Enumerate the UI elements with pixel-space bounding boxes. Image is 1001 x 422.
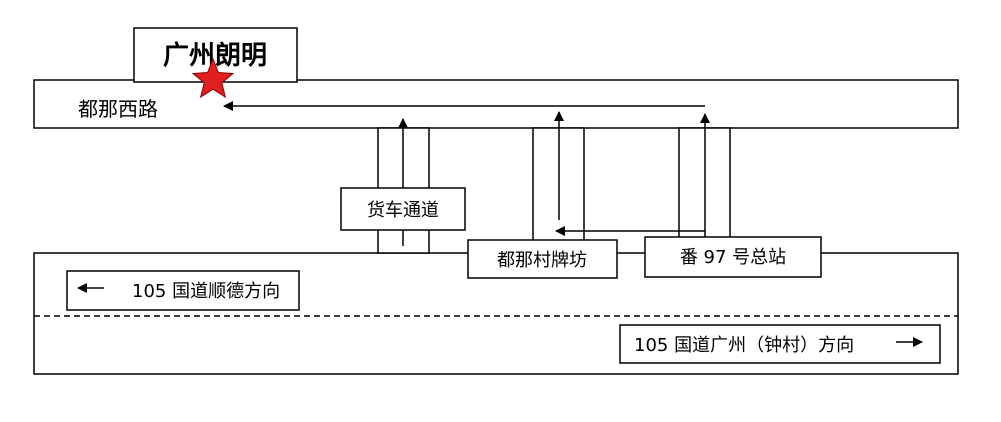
gate-label-box [467,239,618,279]
shunde-direction-box [66,270,300,311]
upper-road [33,79,959,129]
shunde-direction-label: 105 国道顺德方向 [132,281,280,302]
guangzhou-direction-box [619,324,941,364]
gate-label: 都那村牌坊 [497,250,587,271]
truck-channel-box [340,187,466,231]
bus-terminal-label: 番 97 号总站 [680,247,786,268]
truck-channel-label: 货车通道 [367,200,439,221]
upper-road-label: 都那西路 [78,97,158,121]
bus-terminal-box [644,236,822,278]
guangzhou-direction-label: 105 国道广州（钟村）方向 [634,335,854,356]
star-icon [191,57,235,99]
